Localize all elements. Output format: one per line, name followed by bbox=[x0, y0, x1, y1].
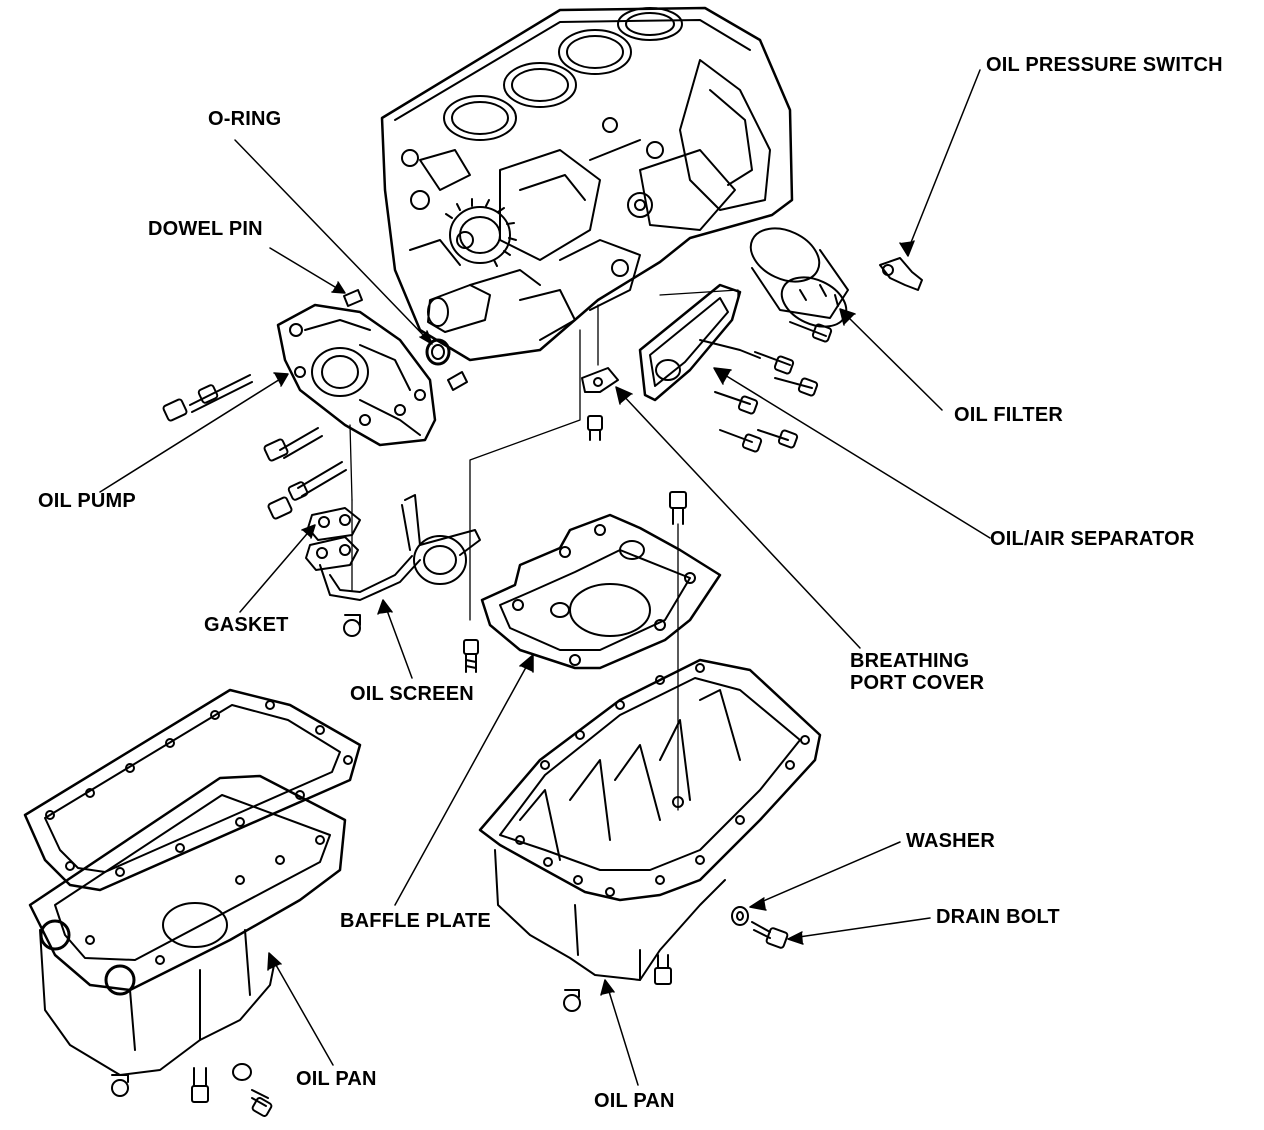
label-oil-filter: OIL FILTER bbox=[954, 404, 1064, 426]
label-oil-pressure-switch: OIL PRESSURE SWITCH bbox=[986, 54, 1223, 76]
label-washer: WASHER bbox=[906, 830, 995, 852]
label-o-ring: O-RING bbox=[208, 108, 282, 130]
oil-pan-right-bolts bbox=[563, 954, 672, 1012]
baffle-plate bbox=[480, 513, 722, 670]
label-oil-screen: OIL SCREEN bbox=[350, 683, 474, 705]
oil-pump bbox=[276, 303, 437, 447]
label-breathing-port-cover: BREATHING PORT COVER bbox=[850, 650, 984, 694]
washer bbox=[731, 906, 749, 926]
oil-air-separator bbox=[638, 283, 761, 402]
label-oil-pan-right: OIL PAN bbox=[594, 1090, 675, 1112]
engine-block bbox=[380, 6, 794, 362]
oil-screen bbox=[319, 494, 481, 637]
label-breathing-port-cover-line2: PORT COVER bbox=[850, 672, 985, 694]
label-gasket: GASKET bbox=[204, 614, 289, 636]
label-drain-bolt: DRAIN BOLT bbox=[936, 906, 1060, 928]
o-ring bbox=[425, 338, 451, 366]
oil-pan-right bbox=[478, 658, 822, 981]
label-oil-pan-left: OIL PAN bbox=[296, 1068, 377, 1090]
leader-arrows bbox=[99, 69, 991, 1086]
oil-pressure-switch bbox=[879, 257, 923, 291]
oil-pump-bolts bbox=[162, 374, 353, 591]
crankshaft-gear bbox=[445, 198, 517, 267]
drain-bolt bbox=[751, 921, 789, 949]
label-oil-pump: OIL PUMP bbox=[38, 490, 136, 512]
oil-filter bbox=[749, 227, 849, 343]
label-breathing-port-cover-line1: BREATHING bbox=[850, 650, 970, 672]
separator-bolts bbox=[714, 351, 819, 453]
breathing-port-cover bbox=[581, 367, 619, 441]
baffle-plate-bolt bbox=[669, 491, 687, 811]
oil-screen-bolt bbox=[463, 639, 479, 673]
leader-lines-block bbox=[469, 289, 739, 621]
label-dowel-pin: DOWEL PIN bbox=[148, 218, 263, 240]
oil-pan-gasket bbox=[23, 688, 362, 892]
label-baffle-plate: BAFFLE PLATE bbox=[340, 910, 491, 932]
oil-pan-left-bolts bbox=[111, 1063, 273, 1117]
oil-pan-left bbox=[28, 774, 347, 1076]
dowel-pins bbox=[343, 289, 468, 391]
label-oil-air-separator: OIL/AIR SEPARATOR bbox=[990, 528, 1195, 550]
